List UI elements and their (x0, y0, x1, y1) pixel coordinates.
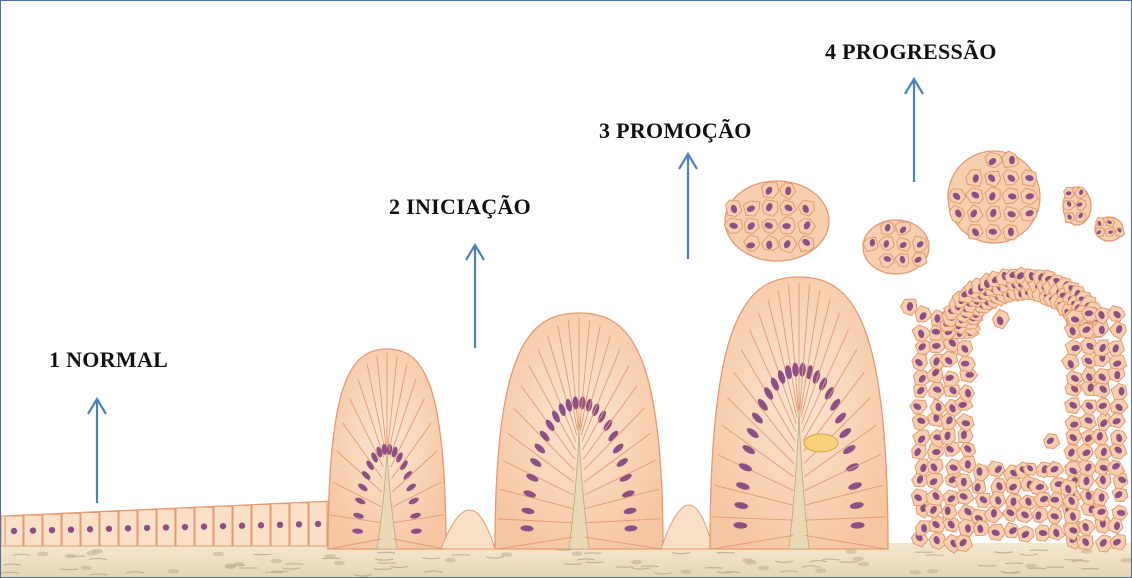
stroma-fiber (641, 566, 659, 567)
cell-nucleus (934, 314, 940, 323)
stroma-fiber (60, 569, 78, 570)
stroma-nucleus (65, 554, 75, 557)
stroma-nucleus (325, 555, 335, 558)
arrow-promocao (679, 154, 697, 259)
cell-nucleus (315, 521, 321, 527)
cell-nucleus (11, 528, 17, 534)
stroma-nucleus (234, 563, 244, 566)
stroma-nucleus (927, 570, 937, 573)
cell-nucleus (87, 526, 93, 532)
stroma-fiber (585, 562, 603, 563)
cell-nucleus (201, 523, 207, 529)
stroma-nucleus (632, 561, 642, 564)
stroma-fiber (1029, 568, 1047, 569)
initiation-fold (328, 349, 446, 549)
cell-nucleus (49, 527, 55, 533)
stroma-nucleus (169, 570, 179, 573)
stage-label-iniciacao: 2 INICIAÇÃO (389, 194, 531, 220)
stroma-fiber (1, 572, 19, 573)
stroma-nucleus (1081, 550, 1091, 553)
cell-nucleus (296, 521, 302, 527)
stroma-nucleus (213, 552, 223, 555)
normal-epithelium (1, 501, 331, 546)
cell-nucleus (163, 524, 169, 530)
cell-nucleus (106, 526, 112, 532)
stroma-nucleus (1121, 559, 1131, 562)
stroma-nucleus (859, 563, 869, 566)
stage-label-progressao: 4 PROGRESSÃO (825, 39, 997, 65)
cell-nucleus (277, 522, 283, 528)
promotion-fold (441, 313, 713, 549)
trough (661, 505, 713, 549)
progression-mass (910, 267, 1128, 553)
cell-nucleus (144, 525, 150, 531)
trough (441, 510, 495, 549)
stage-label-promocao: 3 PROMOÇÃO (599, 118, 752, 144)
cell-nucleus (220, 523, 226, 529)
arrow-progressao (905, 79, 923, 182)
cell-nucleus (125, 525, 131, 531)
stroma-nucleus (816, 569, 826, 572)
arrow-normal (88, 399, 106, 503)
cell-nucleus (30, 527, 36, 533)
stroma-nucleus (81, 566, 91, 569)
stroma-nucleus (38, 552, 48, 555)
stroma-nucleus (1026, 564, 1036, 567)
stroma-nucleus (846, 550, 856, 553)
stroma-nucleus (759, 566, 769, 569)
cell-nucleus (258, 522, 264, 528)
stroma-fiber (840, 562, 858, 563)
stroma-nucleus (92, 550, 102, 553)
stroma-nucleus (743, 559, 753, 562)
stroma-nucleus (853, 557, 863, 560)
cell-nucleus (239, 523, 245, 529)
promotion-fold-large (710, 277, 888, 549)
stroma-fiber (377, 552, 395, 553)
stage-label-normal: 1 NORMAL (49, 347, 168, 373)
stroma-nucleus (572, 552, 582, 555)
cell-nucleus (182, 524, 188, 530)
cell-nucleus (68, 526, 74, 532)
stroma-fiber (1065, 559, 1083, 560)
stroma-nucleus (334, 561, 344, 564)
abnormal-cell (804, 434, 838, 452)
stroma-nucleus (910, 571, 920, 574)
cell-nucleus (945, 507, 951, 516)
stroma-nucleus (271, 559, 281, 562)
stroma-nucleus (445, 559, 455, 562)
arrow-iniciacao (466, 245, 484, 348)
stroma-nucleus (681, 570, 691, 573)
stroma-nucleus (502, 553, 512, 556)
